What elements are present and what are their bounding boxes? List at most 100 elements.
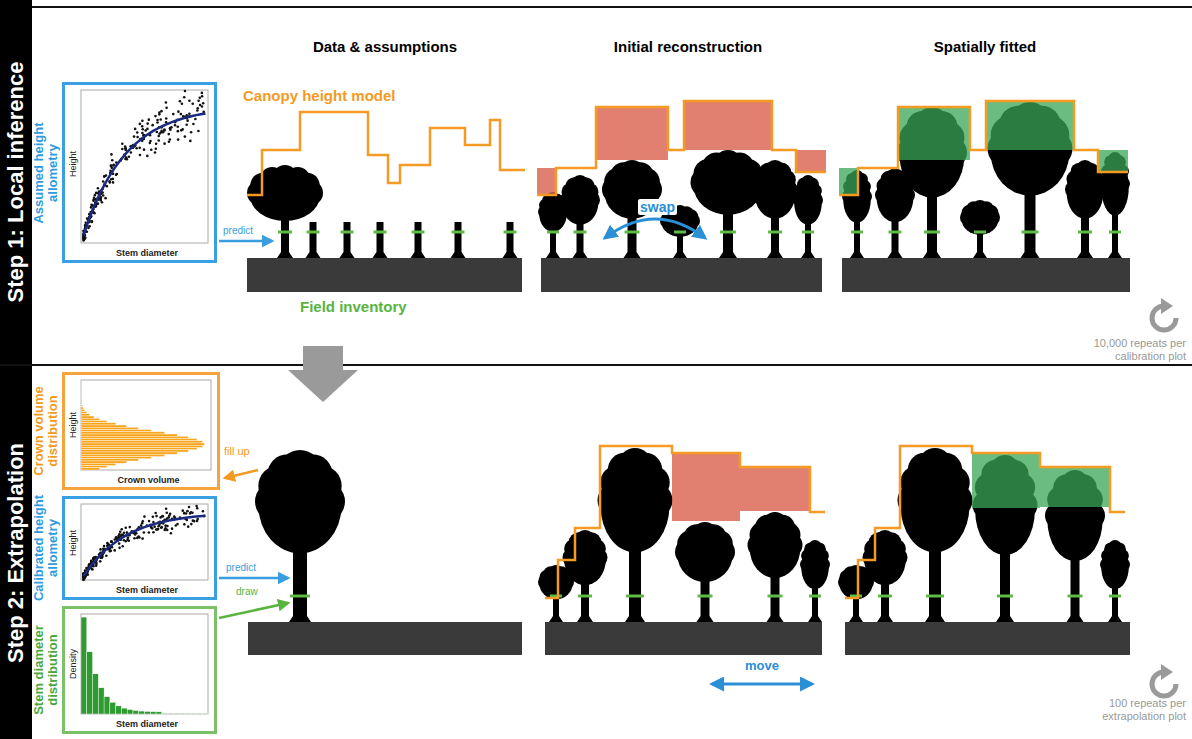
data-point xyxy=(143,515,146,518)
data-point xyxy=(185,123,188,126)
data-point xyxy=(196,520,199,523)
histogram-bar xyxy=(81,454,165,456)
stem-marker xyxy=(374,231,387,234)
data-point xyxy=(133,135,136,138)
data-point xyxy=(165,117,168,120)
data-point xyxy=(82,578,85,581)
data-point xyxy=(156,119,159,122)
column-header: Data & assumptions xyxy=(313,38,457,55)
data-point xyxy=(165,107,168,110)
data-point xyxy=(151,124,154,127)
data-point xyxy=(159,118,162,121)
mismatch-box xyxy=(684,101,772,150)
data-point xyxy=(135,147,138,150)
histogram-bar xyxy=(81,436,188,438)
axis-label: Height xyxy=(68,151,78,177)
plot-frame xyxy=(81,614,208,714)
histogram-bar xyxy=(81,385,82,387)
chm-line xyxy=(247,112,525,195)
histogram-bar xyxy=(81,466,107,468)
data-point xyxy=(110,164,113,167)
data-point xyxy=(110,540,113,543)
plot-frame xyxy=(81,90,208,243)
axis-label: Height xyxy=(68,530,78,556)
stem-marker xyxy=(1078,231,1092,234)
data-point xyxy=(159,131,162,134)
data-point xyxy=(94,194,97,197)
data-point xyxy=(101,556,104,559)
data-point xyxy=(124,540,127,543)
data-point xyxy=(110,540,113,543)
data-point xyxy=(174,124,177,127)
swap-arrow xyxy=(605,219,705,238)
ground xyxy=(845,622,1130,655)
data-point xyxy=(152,515,155,518)
data-point xyxy=(194,118,197,121)
chm-line xyxy=(537,101,826,195)
data-point xyxy=(190,523,193,526)
data-point xyxy=(187,525,190,528)
data-point xyxy=(157,135,160,138)
data-point xyxy=(124,145,127,148)
histogram-bar xyxy=(81,427,138,429)
data-point xyxy=(177,138,180,141)
annotation: fill up xyxy=(224,445,250,457)
histogram-bar xyxy=(81,380,82,382)
annotation: predict xyxy=(223,225,253,236)
axis-label: Stem diameter xyxy=(116,248,178,258)
data-point xyxy=(157,528,160,531)
data-point xyxy=(93,556,96,559)
fitted-box xyxy=(986,101,1074,150)
ground xyxy=(248,622,522,655)
data-point xyxy=(146,155,149,158)
data-point xyxy=(180,113,183,116)
data-point xyxy=(197,130,200,133)
histogram-bar xyxy=(191,713,197,714)
data-point xyxy=(169,513,172,516)
histogram-bar xyxy=(81,391,82,393)
repeat-note: 10,000 repeats per calibration plot xyxy=(1051,337,1186,363)
data-point xyxy=(196,507,199,510)
tree-stump xyxy=(306,222,321,258)
histogram-bar xyxy=(81,468,100,470)
data-point xyxy=(136,136,139,139)
tree-crown xyxy=(810,193,824,207)
repeat-note: 100 repeats per extrapolation plot xyxy=(1051,697,1186,723)
stem-marker xyxy=(290,595,310,598)
data-point xyxy=(172,113,175,116)
tree-stump xyxy=(411,222,426,258)
data-point xyxy=(90,221,93,224)
mismatch-box xyxy=(796,150,826,172)
tree-crown xyxy=(305,481,346,521)
data-point xyxy=(160,526,163,529)
ground xyxy=(541,258,822,292)
data-point xyxy=(188,99,191,102)
histogram-bar xyxy=(81,434,177,436)
data-point xyxy=(90,560,93,563)
data-point xyxy=(90,204,93,207)
histogram-bar xyxy=(81,398,82,400)
tree-crown xyxy=(887,547,907,567)
data-point xyxy=(148,531,151,534)
data-point xyxy=(170,126,173,129)
chm-line xyxy=(845,446,1125,598)
data-point xyxy=(99,548,102,551)
data-point xyxy=(186,119,189,122)
top-rule xyxy=(0,6,1192,8)
data-point xyxy=(202,510,205,513)
data-point xyxy=(157,139,160,142)
data-point xyxy=(110,540,113,543)
data-point xyxy=(177,130,180,133)
data-point xyxy=(127,536,130,539)
data-point xyxy=(180,129,183,132)
annotation: swap xyxy=(638,199,677,215)
data-point xyxy=(102,194,105,197)
chm-line xyxy=(545,446,825,598)
data-point xyxy=(140,524,143,527)
step-arrow xyxy=(288,346,358,402)
step-band: Step 1: Local inference xyxy=(0,0,32,364)
data-point xyxy=(128,526,131,529)
data-point xyxy=(156,121,159,124)
data-point xyxy=(133,537,136,540)
data-point xyxy=(152,531,155,534)
